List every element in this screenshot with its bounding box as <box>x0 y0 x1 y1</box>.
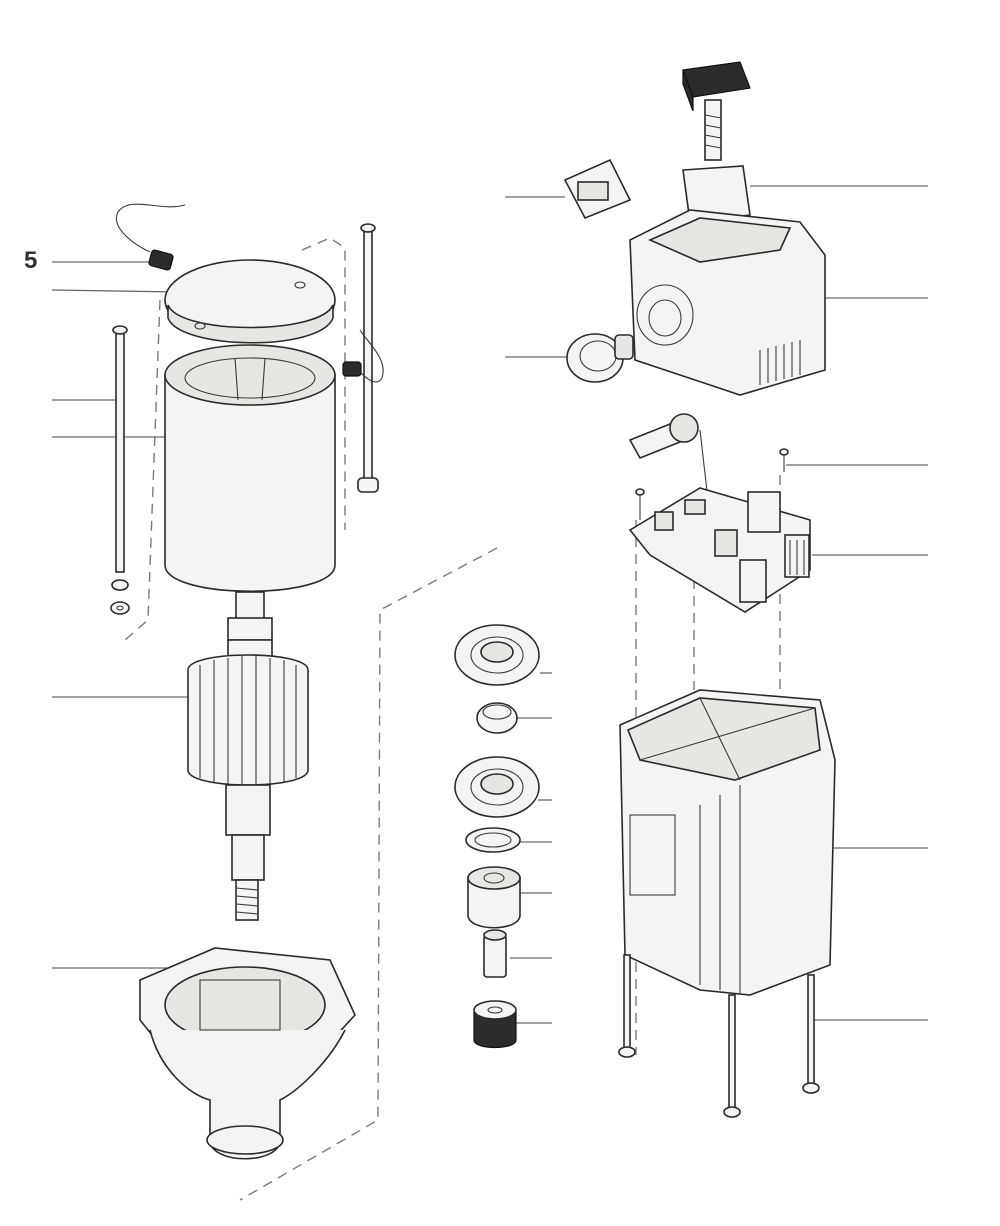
leader-lines-right <box>505 185 928 1024</box>
spindle-nut <box>467 866 521 929</box>
long-bolt-left <box>110 325 130 615</box>
wire-connector <box>115 203 186 271</box>
retaining-ring <box>465 827 521 853</box>
callout-number-5: 5 <box>24 247 37 274</box>
collet-insert <box>483 929 507 978</box>
screw-small-2 <box>779 448 789 472</box>
socket-plug <box>563 158 632 220</box>
speed-knob <box>566 333 634 383</box>
switch-button-cap <box>682 61 751 223</box>
collet-nut <box>473 1000 517 1049</box>
main-housing <box>619 689 836 996</box>
long-bolt-right <box>342 223 384 493</box>
switch-housing <box>629 209 826 396</box>
gear-housing <box>139 947 356 1160</box>
bearing-upper <box>454 624 540 686</box>
housing-bolts <box>618 954 820 1118</box>
motor-end-cap <box>164 259 336 344</box>
bearing-lower <box>454 756 540 818</box>
screw-small-1 <box>635 488 645 520</box>
sleeve-small <box>476 702 518 734</box>
circuit-board <box>628 487 811 613</box>
armature-rotor <box>187 591 309 921</box>
potentiometer <box>628 413 709 501</box>
motor-housing-cylinder <box>164 344 336 593</box>
